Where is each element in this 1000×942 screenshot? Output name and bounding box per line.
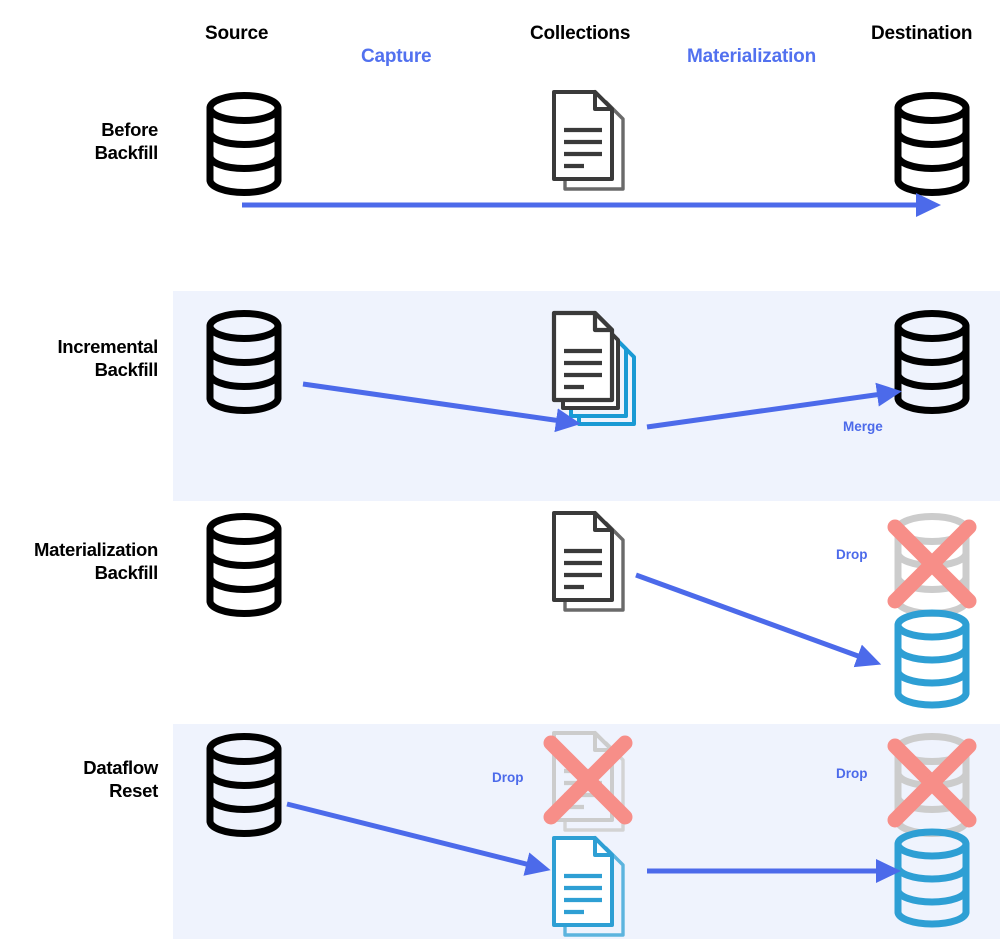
drop-x-icon-collections-dataflow-reset [541, 733, 635, 827]
drop-x-icon-destination-dataflow-reset [885, 736, 979, 830]
row-label-before-backfill: Before Backfill [94, 119, 159, 163]
column-header-capture: Capture [361, 46, 432, 67]
row-label-incremental-backfill: Incremental Backfill [57, 336, 158, 380]
drop-note-destination-materialization-backfill: Drop [836, 547, 868, 562]
database-icon-source-before-backfill [205, 92, 283, 196]
row-label-dataflow-reset: Dataflow Reset [83, 757, 158, 801]
document-stack-icon-collections-incremental-backfill [551, 310, 651, 430]
row-label-materialization-backfill: Materialization Backfill [34, 539, 158, 583]
column-header-source: Source [205, 23, 269, 44]
column-header-collections: Collections [530, 23, 631, 44]
database-icon-destination-new-materialization-backfill [893, 609, 971, 709]
database-icon-destination-incremental-backfill [893, 310, 971, 414]
database-icon-destination-new-dataflow-reset [893, 828, 971, 928]
column-header-destination: Destination [871, 23, 973, 44]
document-icon-collections-new-dataflow-reset [551, 836, 627, 942]
drop-note-collections-dataflow-reset: Drop [492, 770, 524, 785]
merge-note: Merge [843, 419, 883, 434]
materialization-arrow-collections-to-new-destination [635, 572, 882, 668]
document-icon-collections-materialization-backfill [551, 511, 627, 617]
database-icon-source-materialization-backfill [205, 513, 283, 617]
drop-x-icon-destination-materialization-backfill [885, 517, 979, 611]
database-icon-source-incremental-backfill [205, 310, 283, 414]
database-icon-source-dataflow-reset [205, 733, 283, 837]
column-header-materialization: Materialization [687, 46, 816, 67]
database-icon-destination-before-backfill [893, 92, 971, 196]
document-icon-collections-before-backfill [551, 90, 627, 196]
drop-note-destination-dataflow-reset: Drop [836, 766, 868, 781]
